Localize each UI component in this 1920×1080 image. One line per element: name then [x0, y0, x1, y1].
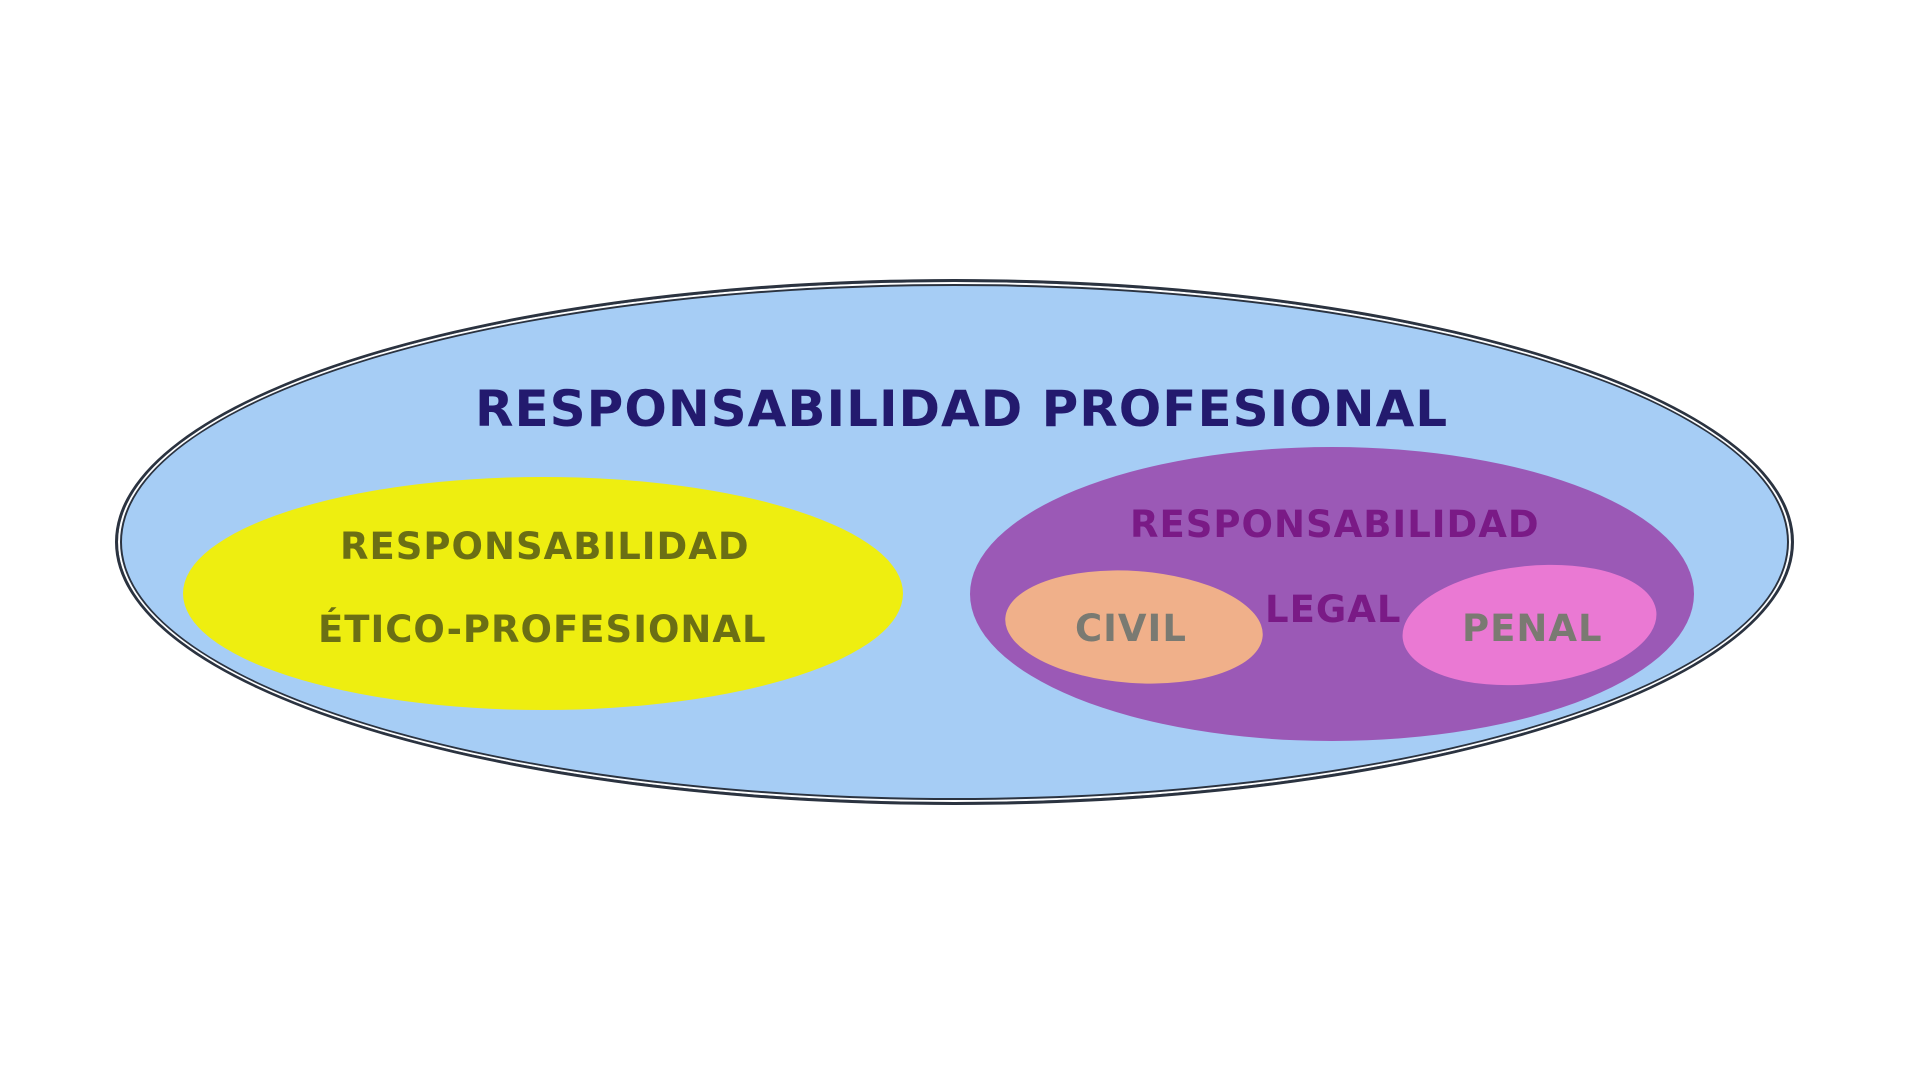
ethical-label-line2: ÉTICO-PROFESIONAL	[318, 608, 767, 651]
legal-label-line2: LEGAL	[1265, 588, 1402, 631]
diagram-title: RESPONSABILIDAD PROFESIONAL	[475, 380, 1449, 438]
legal-label-line1: RESPONSABILIDAD	[1130, 503, 1540, 546]
ethical-professional-ellipse	[183, 477, 903, 710]
ethical-label-line1: RESPONSABILIDAD	[340, 525, 750, 568]
penal-label: PENAL	[1462, 607, 1603, 650]
civil-label: CIVIL	[1075, 607, 1187, 650]
